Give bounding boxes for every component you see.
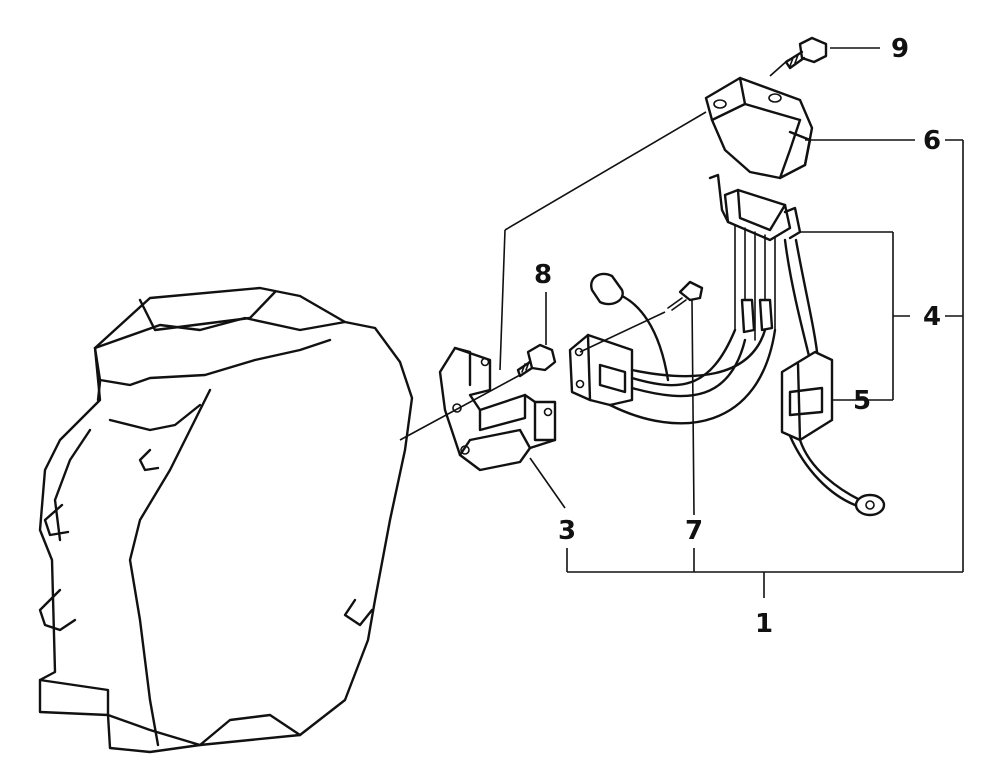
- callout-8: 8: [534, 260, 552, 290]
- bolt-part-9: [784, 36, 828, 70]
- callout-1: 1: [755, 609, 773, 639]
- wiring-harness-part-4: [590, 173, 820, 425]
- callout-9: 9: [891, 34, 909, 64]
- cover-part-6: [704, 76, 814, 180]
- callout-4: 4: [923, 302, 941, 332]
- leader-lines: [399, 47, 964, 598]
- callout-7: 7: [685, 516, 703, 546]
- callout-3: 3: [558, 516, 576, 546]
- engine-housing: [38, 286, 414, 754]
- connector-block: [568, 333, 634, 407]
- mounting-bracket-part-3: [438, 346, 557, 472]
- callout-6: 6: [923, 126, 941, 156]
- callout-5: 5: [853, 386, 871, 416]
- bolt-part-8: [516, 343, 557, 378]
- screw-part-7: [667, 280, 704, 311]
- callout-labels: 9 6 4 5 8 3 7 1: [534, 34, 941, 639]
- fuse-assembly-part-5: [780, 350, 886, 517]
